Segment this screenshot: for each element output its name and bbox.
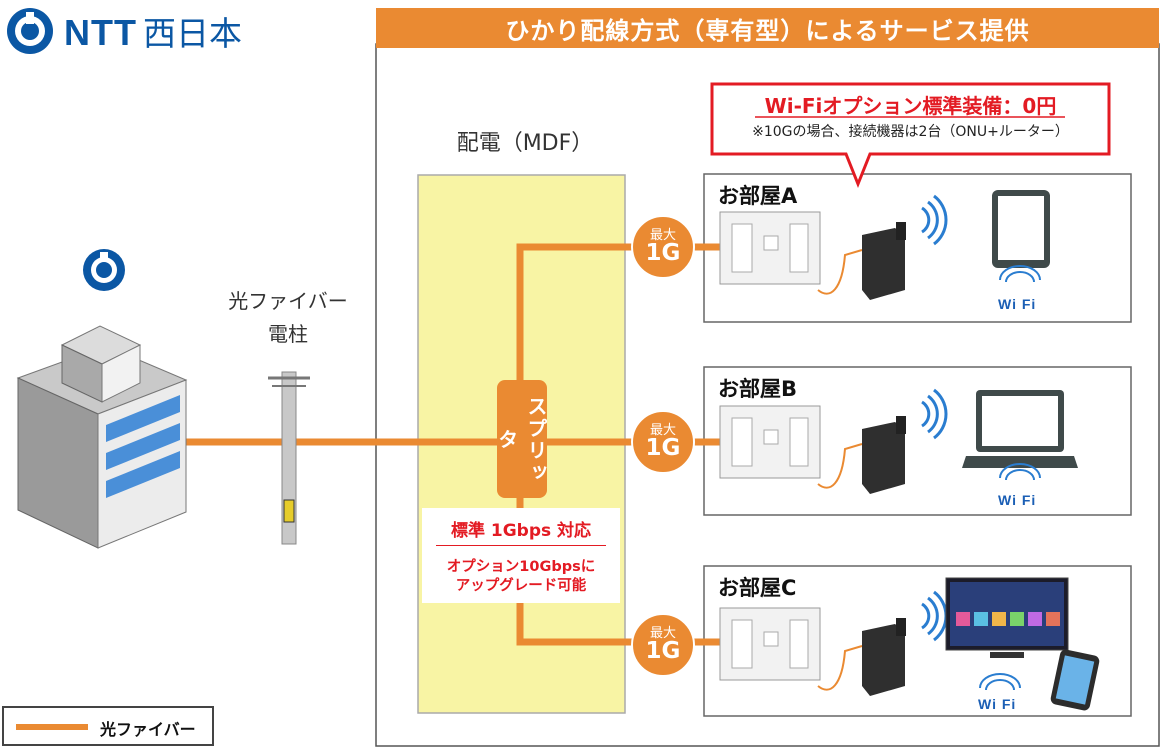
ntt-logo-icon [7, 8, 53, 54]
room-c-title: お部屋C [718, 576, 797, 600]
room-a-title: お部屋A [718, 184, 798, 208]
wifi-callout: Wi-Fiオプション標準装備：0円 ※10Gの場合、接続機器は2台（ONU+ルー… [712, 84, 1109, 154]
wifi-label-c: Wi Fi [978, 696, 1017, 712]
legend-fiber-swatch [16, 724, 88, 730]
info-standard: 標準 1Gbps 対応 [450, 521, 592, 541]
wifi-label-a: Wi Fi [998, 296, 1037, 312]
info-option-line1: オプション10Gbpsに [446, 559, 596, 575]
wifi-callout-main: Wi-Fiオプション標準装備：0円 [764, 94, 1057, 118]
pole-label-line2: 電柱 [268, 322, 308, 346]
wifi-label-b: Wi Fi [998, 492, 1037, 508]
logo-region: 西日本 [142, 14, 242, 53]
smartphone-icon [1050, 649, 1100, 711]
office-building-icon [16, 249, 188, 549]
wifi-logo-a [999, 265, 1041, 283]
splitter [497, 380, 547, 498]
speed-badge-b [631, 410, 695, 474]
mdf-label: 配電（MDF） [456, 131, 594, 156]
info-option-line2: アップグレード可能 [455, 578, 587, 594]
legend-fiber-label: 光ファイバー [100, 720, 196, 739]
speed-info-box: 標準 1Gbps 対応 オプション10Gbpsに アップグレード可能 [422, 508, 620, 603]
wifi-logo-c [979, 673, 1021, 691]
room-b-title: お部屋B [718, 377, 798, 401]
laptop-icon [962, 390, 1078, 468]
room-b-equipment [719, 388, 948, 494]
wifi-callout-bubble [710, 82, 1111, 189]
utility-pole-icon [268, 371, 310, 545]
legend: 光ファイバー [2, 706, 214, 746]
tv-icon [945, 577, 1069, 658]
pole-label-line1: 光ファイバー [228, 289, 348, 313]
wifi-callout-sub: ※10Gの場合、接続機器は2台（ONU+ルーター） [752, 124, 1069, 140]
speed-badge-a [631, 215, 695, 279]
tablet-icon [992, 190, 1050, 268]
room-a-equipment [719, 194, 948, 300]
speed-badge-c [631, 613, 695, 677]
service-title-banner: ひかり配線方式（専有型）によるサービス提供 [376, 8, 1159, 48]
wifi-logo-b [999, 463, 1041, 481]
